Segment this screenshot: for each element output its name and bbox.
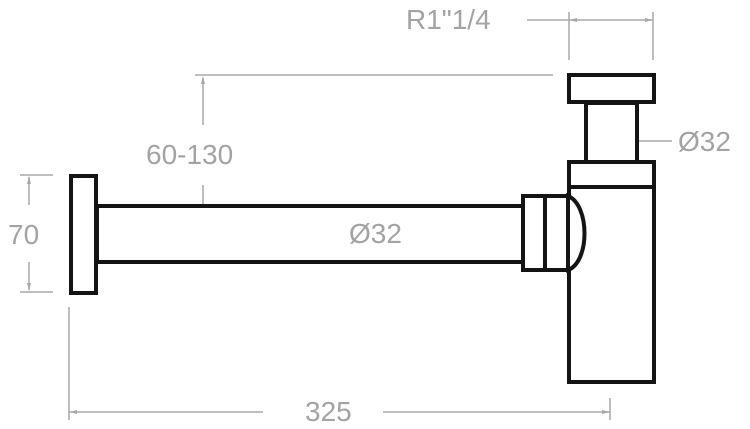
horizontal-pipe (95, 204, 526, 264)
outlet-diameter-label: Ø32 (678, 126, 731, 157)
total-length-label: 325 (305, 396, 352, 427)
flange-height-label: 70 (8, 219, 40, 250)
body-collar (567, 160, 656, 189)
wall-flange (69, 174, 98, 295)
adjust-range-label: 60-130 (146, 139, 234, 170)
thread-size-label: R1"1/4 (406, 4, 491, 35)
outlet-stem (584, 101, 639, 164)
pipe-diameter-label: Ø32 (349, 218, 402, 249)
top-cap (567, 73, 656, 104)
trap-parts (69, 73, 656, 384)
